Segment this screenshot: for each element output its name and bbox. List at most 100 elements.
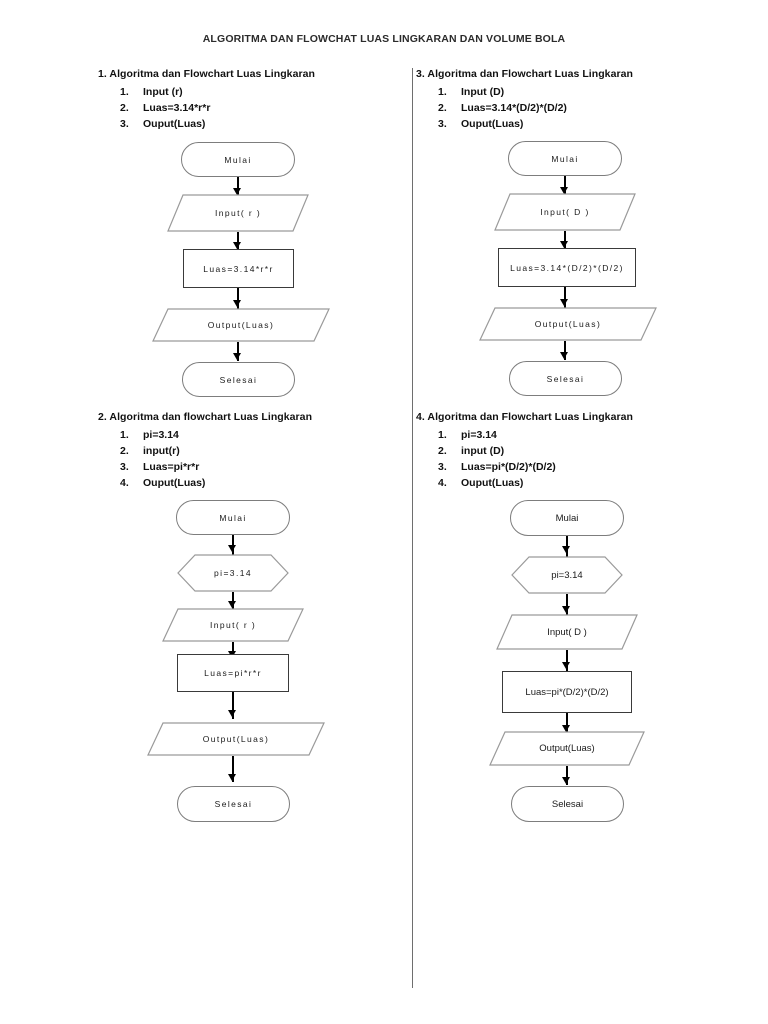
arrow-down-icon xyxy=(233,300,241,307)
parallelogram-shape-icon xyxy=(489,731,645,766)
list-item-number: 4. xyxy=(120,477,129,489)
flow1-connector-2 xyxy=(237,232,239,250)
arrow-down-icon xyxy=(233,353,241,360)
node-label: Selesai xyxy=(546,373,585,384)
list-item-number: 2. xyxy=(438,445,447,457)
flow2-node-preparation: pi=3.14 xyxy=(177,554,289,592)
node-label: Mulai xyxy=(555,512,579,524)
page-title: ALGORITMA DAN FLOWCHAT LUAS LINGKARAN DA… xyxy=(202,33,566,45)
flow1-node-mulai: Mulai xyxy=(181,142,295,177)
arrow-down-icon xyxy=(562,725,570,732)
arrow-down-icon xyxy=(228,710,236,717)
arrow-down-icon xyxy=(562,606,570,613)
flow4-node-output: Output(Luas) xyxy=(489,731,645,766)
flow4-connector-2 xyxy=(566,594,568,616)
section-3-heading: 3. Algoritma dan Flowchart Luas Lingkara… xyxy=(416,68,633,80)
section-2-steps: 1. pi=3.14 2. input(r) 3. Luas=pi*r*r 4.… xyxy=(98,427,312,491)
section-3-steps: 1. Input (D) 2. Luas=3.14*(D/2)*(D/2) 3.… xyxy=(416,84,633,132)
arrow-down-icon xyxy=(228,774,236,781)
parallelogram-shape-icon xyxy=(494,193,636,231)
parallelogram-shape-icon xyxy=(162,608,304,642)
flow2-node-process: Luas=pi*r*r xyxy=(177,654,289,692)
flow3-connector-3 xyxy=(564,287,566,308)
list-item-label: Ouput(Luas) xyxy=(143,477,206,489)
column-divider xyxy=(412,68,413,988)
node-label: Input( r ) xyxy=(214,208,262,218)
node-label: Output(Luas) xyxy=(539,743,595,754)
arrow-down-icon xyxy=(233,188,241,195)
section-1-heading: 1. Algoritma dan Flowchart Luas Lingkara… xyxy=(98,68,315,80)
list-item: 3. Luas=pi*(D/2)*(D/2) xyxy=(416,459,633,475)
flow4-connector-4 xyxy=(566,713,568,733)
list-item-number: 1. xyxy=(438,86,447,98)
hexagon-shape-icon xyxy=(511,556,623,594)
flow4-connector-3 xyxy=(566,650,568,672)
list-item: 3. Ouput(Luas) xyxy=(416,116,633,132)
list-item-number: 1. xyxy=(120,86,129,98)
list-item: 3. Luas=pi*r*r xyxy=(98,459,312,475)
list-item: 4. Ouput(Luas) xyxy=(98,475,312,491)
hexagon-shape-icon xyxy=(177,554,289,592)
list-item-number: 1. xyxy=(438,429,447,441)
node-label: Output(Luas) xyxy=(207,320,275,330)
parallelogram-shape-icon xyxy=(147,722,325,756)
list-item: 3. Ouput(Luas) xyxy=(98,116,315,132)
flow1-node-input: Input( r ) xyxy=(167,194,309,232)
node-label: Mulai xyxy=(219,512,247,523)
list-item-label: Ouput(Luas) xyxy=(461,118,524,130)
node-label: Selesai xyxy=(219,374,258,385)
list-item-number: 2. xyxy=(438,102,447,114)
flow2-connector-4 xyxy=(232,692,234,719)
section-2-text: 2. Algoritma dan flowchart Luas Lingkara… xyxy=(98,411,312,491)
arrow-down-icon xyxy=(228,601,236,608)
list-item-number: 2. xyxy=(120,102,129,114)
node-label: Luas=3.14*(D/2)*(D/2) xyxy=(510,262,624,273)
section-4-heading: 4. Algoritma dan Flowchart Luas Lingkara… xyxy=(416,411,633,423)
flow1-node-output: Output(Luas) xyxy=(152,308,330,342)
arrow-down-icon xyxy=(233,242,241,249)
list-item-label: Luas=3.14*r*r xyxy=(143,102,211,114)
list-item: 1. pi=3.14 xyxy=(416,427,633,443)
flow3-node-mulai: Mulai xyxy=(508,141,622,176)
flow4-connector-5 xyxy=(566,766,568,785)
parallelogram-shape-icon xyxy=(496,614,638,650)
node-label: Selesai xyxy=(551,798,584,810)
flow3-connector-4 xyxy=(564,341,566,360)
list-item: 2. Luas=3.14*(D/2)*(D/2) xyxy=(416,100,633,116)
list-item-label: Ouput(Luas) xyxy=(461,477,524,489)
flow4-node-selesai: Selesai xyxy=(511,786,624,822)
flow2-node-output: Output(Luas) xyxy=(147,722,325,756)
flow2-node-input: Input( r ) xyxy=(162,608,304,642)
flow2-node-selesai: Selesai xyxy=(177,786,290,822)
parallelogram-shape-icon xyxy=(152,308,330,342)
section-3-text: 3. Algoritma dan Flowchart Luas Lingkara… xyxy=(416,68,633,132)
flow2-node-mulai: Mulai xyxy=(176,500,290,535)
list-item: 4. Ouput(Luas) xyxy=(416,475,633,491)
list-item-label: Input (D) xyxy=(461,86,505,98)
arrow-down-icon xyxy=(560,352,568,359)
list-item: 1. Input (D) xyxy=(416,84,633,100)
list-item: 2. Luas=3.14*r*r xyxy=(98,100,315,116)
parallelogram-shape-icon xyxy=(479,307,657,341)
section-1-text: 1. Algoritma dan Flowchart Luas Lingkara… xyxy=(98,68,315,132)
list-item-label: Input (r) xyxy=(143,86,183,98)
arrow-down-icon xyxy=(562,777,570,784)
arrow-down-icon xyxy=(560,241,568,248)
arrow-down-icon xyxy=(560,187,568,194)
list-item-label: pi=3.14 xyxy=(143,429,179,441)
flow1-connector-4 xyxy=(237,342,239,361)
flow2-connector-5 xyxy=(232,756,234,782)
list-item-label: Luas=3.14*(D/2)*(D/2) xyxy=(461,102,567,114)
node-label: Output(Luas) xyxy=(534,319,602,329)
list-item-number: 3. xyxy=(438,461,447,473)
list-item: 1. Input (r) xyxy=(98,84,315,100)
arrow-down-icon xyxy=(228,545,236,552)
node-label: pi=3.14 xyxy=(551,569,583,581)
node-label: Output(Luas) xyxy=(202,734,270,744)
arrow-down-icon xyxy=(562,546,570,553)
list-item-number: 3. xyxy=(438,118,447,130)
node-label: Luas=3.14*r*r xyxy=(203,263,274,274)
parallelogram-shape-icon xyxy=(167,194,309,232)
list-item: 2. input (D) xyxy=(416,443,633,459)
flow4-node-mulai: Mulai xyxy=(510,500,624,536)
